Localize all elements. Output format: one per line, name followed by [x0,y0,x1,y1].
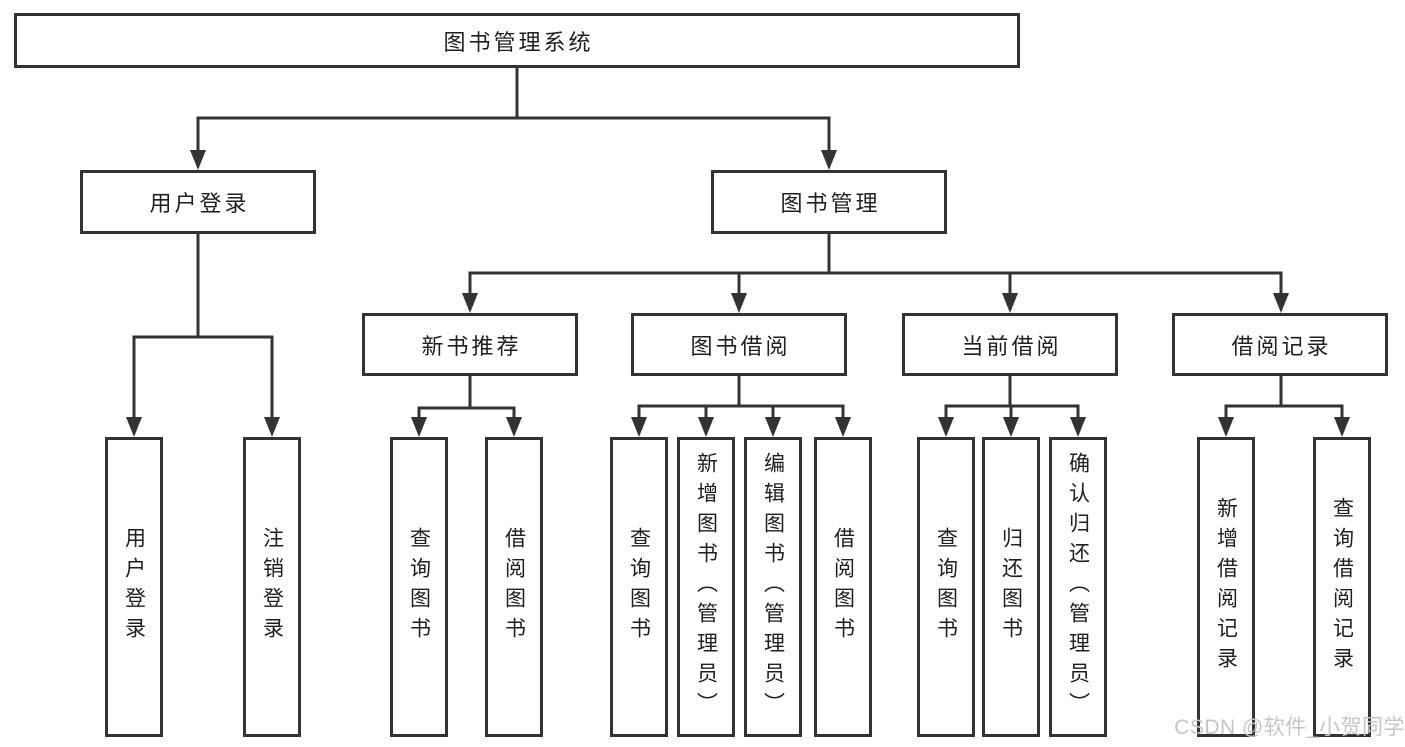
arrow-down-icon [1002,293,1018,313]
arrow-down-icon [698,417,714,437]
arrow-down-icon [1218,417,1234,437]
node-book-borrow: 图书借阅 [631,313,847,376]
leaf-user-login: 用户登录 [105,437,163,737]
arrow-down-icon [506,417,522,437]
node-current-borrow: 当前借阅 [902,313,1118,376]
node-label: 归还图书 [999,527,1023,647]
arrow-down-icon [631,417,647,437]
node-borrow-records: 借阅记录 [1172,313,1388,376]
node-label: 编辑图书（管理员） [761,452,785,722]
node-label: 查询借阅记录 [1330,497,1354,677]
node-book-management: 图书管理 [711,170,947,234]
leaf-add-books-admin: 新增图书（管理员） [677,437,735,737]
leaf-return-books: 归还图书 [982,437,1040,737]
leaf-confirm-return-admin: 确认归还（管理员） [1049,437,1107,737]
node-label: 新增图书（管理员） [694,452,718,722]
arrow-down-icon [821,150,837,170]
arrow-down-icon [264,417,280,437]
connector-book-management [462,234,1289,313]
leaf-borrow-query-books: 查询图书 [610,437,668,737]
arrow-down-icon [1334,417,1350,437]
connector-current-borrow [938,376,1086,437]
node-label: 图书借阅 [690,333,791,359]
arrow-down-icon [462,293,478,313]
arrow-down-icon [1273,293,1289,313]
node-label: 当前借阅 [961,333,1062,359]
leaf-recommend-query-books: 查询图书 [390,437,448,737]
leaf-add-borrow-record: 新增借阅记录 [1197,437,1255,737]
arrow-down-icon [126,417,142,437]
connector-book-borrow [631,376,851,437]
node-label: 查询图书 [934,527,958,647]
node-label: 新增借阅记录 [1214,497,1238,677]
node-label: 查询图书 [407,527,431,647]
node-label: 用户登录 [122,527,146,647]
node-user-login: 用户登录 [80,170,316,234]
leaf-logout: 注销登录 [243,437,301,737]
arrow-down-icon [411,417,427,437]
arrow-down-icon [765,417,781,437]
node-label: 借阅图书 [831,527,855,647]
node-label: 注销登录 [260,527,284,647]
arrow-down-icon [190,150,206,170]
arrow-down-icon [1070,417,1086,437]
arrow-down-icon [938,417,954,437]
node-label: 用户登录 [149,191,250,216]
connector-borrow-records [1218,376,1350,437]
leaf-recommend-borrow-books: 借阅图书 [485,437,543,737]
arrow-down-icon [1003,417,1019,437]
leaf-query-borrow-record: 查询借阅记录 [1313,437,1371,737]
node-label: 借阅图书 [502,527,526,647]
node-new-book-recommend: 新书推荐 [362,313,578,376]
node-label: 图书管理 [780,191,881,216]
arrow-down-icon [731,293,747,313]
node-label: 借阅记录 [1231,333,1332,359]
csdn-watermark: CSDN @软件_小贺同学 [1174,716,1405,739]
connector-new-book-recommend [411,376,522,437]
leaf-edit-books-admin: 编辑图书（管理员） [744,437,802,737]
node-label: 确认归还（管理员） [1066,452,1090,722]
connector-root [190,68,837,170]
connector-user-login [126,234,280,437]
arrow-down-icon [835,417,851,437]
leaf-current-query-books: 查询图书 [917,437,975,737]
node-root-library-system: 图书管理系统 [14,13,1020,68]
node-label: 新书推荐 [421,333,522,359]
leaf-borrow-books: 借阅图书 [814,437,872,737]
node-label: 查询图书 [627,527,651,647]
node-label: 图书管理系统 [443,29,594,55]
